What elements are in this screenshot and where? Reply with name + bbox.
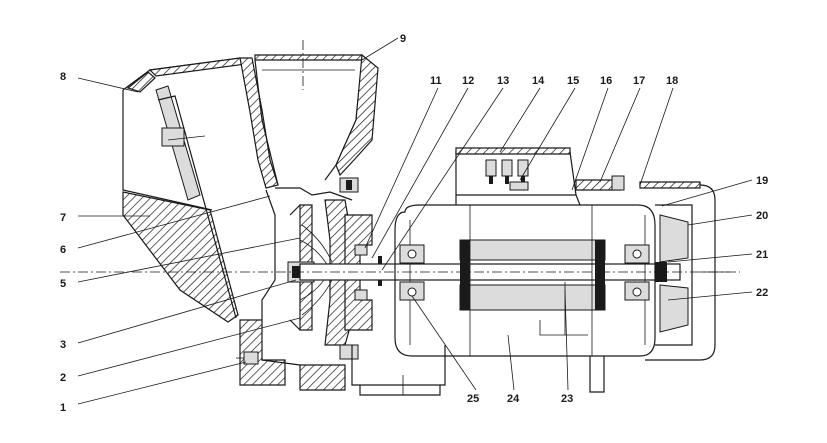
callout-1: 1 xyxy=(60,402,66,414)
callout-17: 17 xyxy=(633,75,645,87)
callout-15: 15 xyxy=(567,75,579,87)
callout-7: 7 xyxy=(60,212,66,224)
callout-22: 22 xyxy=(756,287,768,299)
callout-2: 2 xyxy=(60,372,66,384)
callout-labels: 1 2 3 5 6 7 8 9 11 12 13 14 15 16 17 18 … xyxy=(60,33,768,414)
callout-9: 9 xyxy=(400,33,406,45)
callout-24: 24 xyxy=(507,393,520,405)
fan-cover xyxy=(639,181,730,361)
callout-5: 5 xyxy=(60,278,66,290)
callout-18: 18 xyxy=(666,75,678,87)
callout-11: 11 xyxy=(430,75,442,87)
callout-20: 20 xyxy=(756,210,768,222)
pump-casing xyxy=(122,57,353,391)
callout-21: 21 xyxy=(756,249,768,261)
callout-8: 8 xyxy=(60,71,66,83)
callout-25: 25 xyxy=(467,393,479,405)
motor-housing xyxy=(394,147,656,393)
callout-16: 16 xyxy=(600,75,612,87)
callout-13: 13 xyxy=(497,75,509,87)
callout-6: 6 xyxy=(60,244,66,256)
callout-14: 14 xyxy=(532,75,545,87)
discharge-outlet xyxy=(254,40,379,186)
callout-12: 12 xyxy=(462,75,474,87)
impeller-assembly xyxy=(287,177,446,396)
callout-23: 23 xyxy=(561,393,573,405)
callout-3: 3 xyxy=(60,339,66,351)
leader-lines xyxy=(77,37,753,405)
callout-19: 19 xyxy=(756,175,768,187)
